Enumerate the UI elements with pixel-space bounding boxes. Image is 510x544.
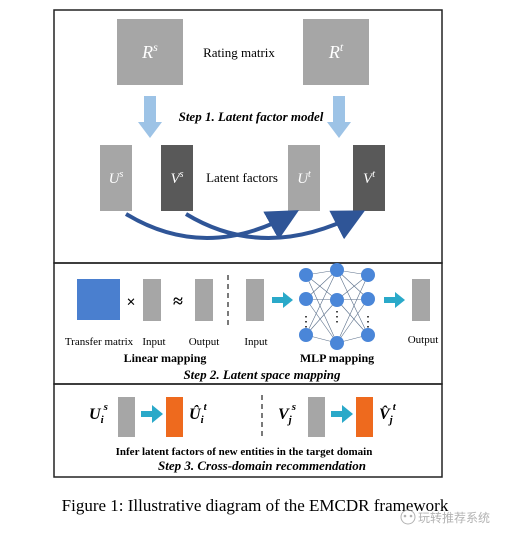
mlp-edge <box>336 274 369 344</box>
mlp-edge <box>305 299 338 336</box>
latent-vs-label: Vs <box>170 169 183 187</box>
mlp-dots-3: ⋮ <box>361 315 375 330</box>
rating-matrix-target-label: Rt <box>328 40 344 62</box>
mlp-node <box>299 268 313 282</box>
step3-panel <box>53 383 443 478</box>
mlp-node <box>299 328 313 342</box>
mlp-edge <box>305 269 338 300</box>
step3-arrow-right <box>331 405 353 423</box>
ui-source-vector <box>118 397 135 437</box>
step1-title: Step 1. Latent factor model <box>179 109 324 124</box>
latent-ut <box>288 145 320 211</box>
linear-output-label: Output <box>189 336 220 348</box>
latent-factors-label: Latent factors <box>206 170 278 185</box>
rating-matrix-source-label: Rs <box>141 40 158 62</box>
mlp-input-label: Input <box>244 336 267 348</box>
mlp-arrow-in <box>272 292 293 308</box>
vj-source-vector <box>308 397 325 437</box>
approx-sign: ≈ <box>173 291 183 311</box>
rating-matrix-source <box>117 19 183 85</box>
mlp-edge <box>305 298 338 344</box>
ui-target-label: Ûit <box>189 401 208 426</box>
mlp-node <box>330 263 344 277</box>
watermark: 玩转推荐系统 <box>400 509 490 525</box>
linear-input-label: Input <box>142 336 165 348</box>
mlp-arrow-out <box>384 292 405 308</box>
step3-title: Step 3. Cross-domain recommendation <box>158 458 366 473</box>
mlp-edge <box>336 298 369 344</box>
linear-mapping-title: Linear mapping <box>124 351 207 365</box>
transfer-matrix <box>77 279 120 320</box>
vj-target-vector <box>356 397 373 437</box>
mlp-dots-2: ⋮ <box>330 310 344 325</box>
latent-ut-label: Ut <box>297 169 311 187</box>
ui-target-vector <box>166 397 183 437</box>
down-arrow-source <box>138 96 162 138</box>
step2-title: Step 2. Latent space mapping <box>183 367 341 382</box>
rating-matrix-target <box>303 19 369 85</box>
mlp-input <box>246 279 264 321</box>
latent-us-label: Us <box>109 169 124 187</box>
vj-target-label: V̂jt <box>379 401 397 426</box>
latent-vt <box>353 145 385 211</box>
mlp-edge <box>305 269 338 336</box>
mlp-node <box>361 328 375 342</box>
multiply-sign: × <box>126 294 135 311</box>
mlp-output-label: Output <box>408 334 439 346</box>
mlp-network: ⋮ ⋮ ⋮ <box>299 263 375 350</box>
mapping-curve-v <box>184 210 366 240</box>
mlp-mapping-title: MLP mapping <box>300 351 374 365</box>
mlp-node <box>330 336 344 350</box>
mlp-node <box>361 292 375 306</box>
down-arrow-target <box>327 96 351 138</box>
mlp-node <box>361 268 375 282</box>
mlp-edge <box>336 269 369 300</box>
mlp-edge <box>336 299 369 336</box>
transfer-matrix-label: Transfer matrix <box>65 336 134 348</box>
mlp-edge <box>336 269 369 336</box>
latent-us <box>100 145 132 211</box>
linear-input <box>143 279 161 321</box>
mlp-dots-1: ⋮ <box>299 315 313 330</box>
latent-vs <box>161 145 193 211</box>
step3-arrow-left <box>141 405 163 423</box>
watermark-text: 玩转推荐系统 <box>418 510 490 525</box>
ui-source-label: Uis <box>89 401 108 426</box>
mlp-edge <box>305 274 338 344</box>
mlp-output <box>412 279 430 321</box>
mlp-node <box>299 292 313 306</box>
infer-label: Infer latent factors of new entities in … <box>116 446 373 458</box>
vj-source-label: Vjs <box>278 401 296 426</box>
rating-matrix-label: Rating matrix <box>203 45 275 60</box>
latent-vt-label: Vt <box>363 169 375 187</box>
figure-caption: Figure 1: Illustrative diagram of the EM… <box>62 496 449 515</box>
mapping-curve-u <box>124 210 300 240</box>
linear-output <box>195 279 213 321</box>
mlp-node <box>330 293 344 307</box>
